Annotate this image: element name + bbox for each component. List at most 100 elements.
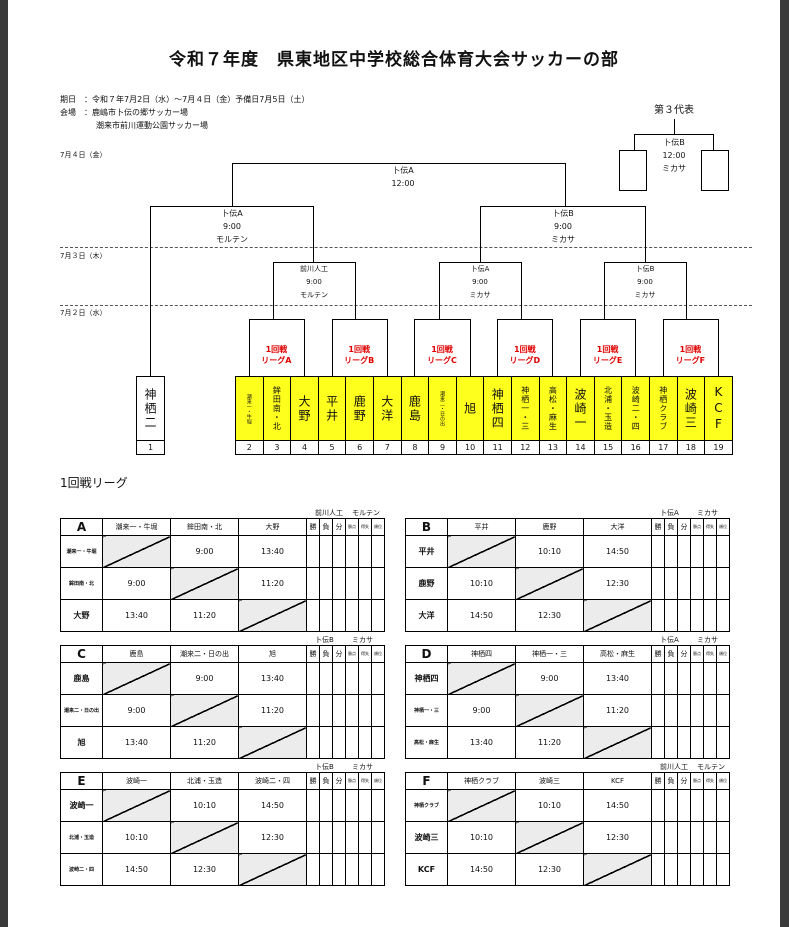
result-cell [345,694,359,727]
league-col-header: 神栖一・三 [515,645,584,663]
result-cell [332,789,346,822]
match-time-cell: 13:40 [238,662,307,695]
league-bracket-right-4 [635,319,637,376]
result-cell [703,694,717,727]
result-cell [664,694,678,727]
result-cell [677,726,691,759]
result-cell [306,694,320,727]
match-time-cell: 14:50 [583,535,652,568]
result-header-diff: 得失 [358,518,372,536]
league-col-header: 鹿野 [515,518,584,536]
team-box-5: 平井 [317,376,347,441]
league-B-surface: ミカサ [697,509,718,517]
result-cell [677,821,691,854]
team-box-16: 波崎二・四 [621,376,650,441]
league-row-team: 平井 [405,535,448,568]
qf1-left-drop [273,262,274,319]
league-col-header: 大洋 [583,518,652,536]
result-cell [651,853,665,886]
result-cell [319,821,333,854]
match-time-cell: 12:30 [515,599,584,632]
result-cell [703,599,717,632]
league-bracket-right-3 [552,319,554,376]
match-time-cell: 10:10 [102,821,171,854]
semi-right-time: 9:00 [554,222,572,231]
result-cell [677,599,691,632]
result-cell [664,821,678,854]
result-cell [677,694,691,727]
qf3-right-drop [686,262,687,319]
league-A-surface: モルテン [352,509,380,517]
result-header-rank: 順位 [371,645,385,663]
result-header-rank: 順位 [716,772,730,790]
result-header-diff: 得失 [358,772,372,790]
qf1-surface: モルテン [300,291,328,299]
result-cell [716,662,730,695]
qf3-left-drop [604,262,605,319]
team-box-4: 大野 [290,376,319,441]
diagonal-cell [447,789,516,822]
result-header-pts: 勝点 [690,518,704,536]
page-title: 令和７年度 県東地区中学校総合体育大会サッカーの部 [169,50,619,70]
semi-right-surface: ミカサ [551,235,575,244]
result-cell [371,662,385,695]
qf1-time: 9:00 [306,278,322,286]
league-bracket-left-2 [414,319,416,376]
league-bracket-round-1: 1回戦 [348,345,370,354]
result-cell [664,789,678,822]
league-bracket-right-0 [304,319,305,376]
result-cell [345,726,359,759]
result-cell [690,535,704,568]
league-col-header: 波崎一 [102,772,171,790]
result-cell [690,694,704,727]
result-cell [345,567,359,600]
league-bracket-round-2: 1回戦 [431,345,453,354]
third-rep-bar [634,134,714,135]
diagonal-cell [102,662,171,695]
result-cell [651,662,665,695]
match-time-cell: 9:00 [102,694,171,727]
league-bracket-left-0 [248,319,250,376]
result-cell [664,662,678,695]
team-number-6: 6 [345,441,374,455]
date-separator-d3 [60,247,752,248]
team-number-16: 16 [621,441,650,455]
team-number-17: 17 [649,441,678,455]
result-cell [703,726,717,759]
league-group-label: F [405,772,448,790]
result-cell [651,567,665,600]
team-number-8: 8 [400,441,430,455]
team-number-15: 15 [593,441,623,455]
league-bracket-bar-2 [414,319,470,320]
team-number-7: 7 [373,441,402,455]
team-number-19: 19 [704,441,733,455]
team-box-12: 神栖一・三 [511,376,540,441]
match-time-cell: 10:10 [515,789,584,822]
result-header-win: 勝 [651,645,665,663]
league-bracket-round-3: 1回戦 [514,345,536,354]
result-cell [358,599,372,632]
league-row-team: 神栖四 [405,662,448,695]
result-cell [703,662,717,695]
team-box-8: 鹿島 [400,376,430,441]
result-cell [319,599,333,632]
result-cell [716,535,730,568]
league-row-team: 鹿野 [405,567,448,600]
league-bracket-bar-4 [580,319,636,320]
match-time-cell: 10:10 [515,535,584,568]
result-cell [651,789,665,822]
team-box-18: 波崎三 [676,376,706,441]
league-col-header: 波崎二・四 [238,772,307,790]
venue-text-2: 潮来市前川運動公園サッカー場 [96,121,208,130]
semi-right-to-qf3 [645,206,646,263]
diagonal-cell [102,535,171,568]
result-cell [664,599,678,632]
league-bracket-bar-3 [497,319,553,320]
result-header-pts: 勝点 [345,772,359,790]
semi-left-venue: 卜伝A [221,209,243,218]
result-cell [306,821,320,854]
result-cell [664,726,678,759]
